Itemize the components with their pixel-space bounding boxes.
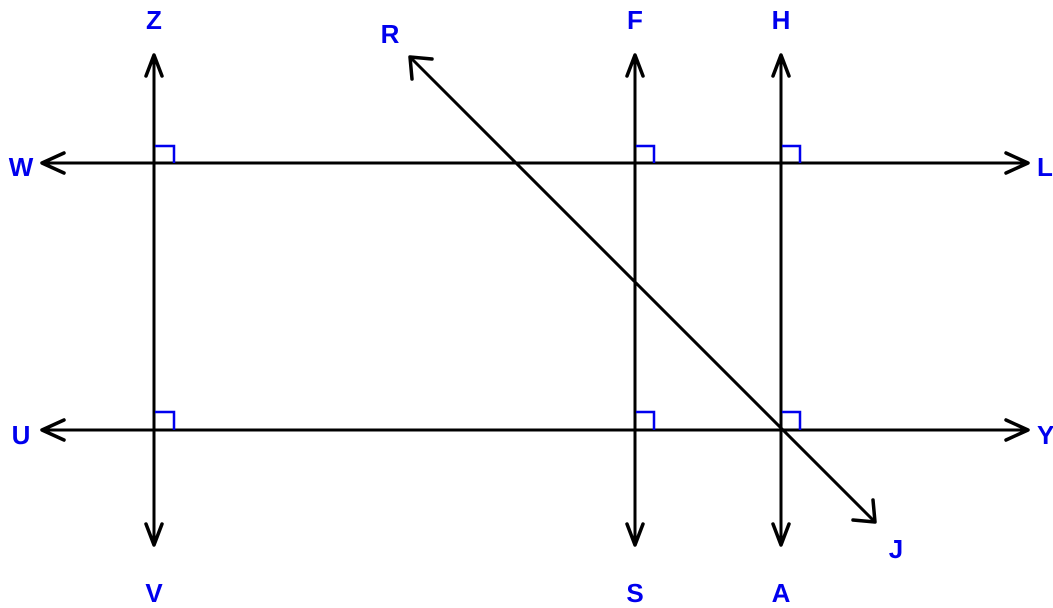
label-Z: Z [146,5,162,35]
label-A: A [772,578,791,608]
arrowhead-R [408,55,434,81]
right-angle-marker-ZV-UY [155,410,176,430]
line-ZV [144,53,164,547]
line-WL [40,151,1030,175]
label-H: H [772,5,791,35]
arrowhead-F [625,53,645,78]
right-angle-marker-HA-UY [782,410,802,430]
arrowhead-S [625,522,645,547]
right-angle-marker-FS-WL [636,144,656,163]
right-angle-marker-FS-UY [636,410,656,430]
line-RJ [408,55,877,524]
arrowhead-Z [144,53,164,78]
line-HA [771,53,791,547]
label-U: U [12,420,31,450]
line-FS [625,53,645,547]
line-UY [40,418,1030,442]
label-S: S [626,578,643,608]
label-R: R [381,19,400,49]
right-angle-marker-HA-WL [782,144,802,163]
label-Y: Y [1037,420,1053,450]
label-L: L [1037,152,1053,182]
label-V: V [145,578,163,608]
label-F: F [627,5,643,35]
arrowhead-U [40,418,66,442]
arrowhead-J [851,498,877,524]
arrowhead-A [771,522,791,547]
arrowhead-Y [1004,418,1030,442]
arrowhead-V [144,522,164,547]
label-J: J [889,534,903,564]
label-W: W [9,152,34,182]
right-angle-marker-ZV-WL [155,144,176,163]
arrowhead-H [771,53,791,78]
arrowhead-W [40,151,66,175]
arrowhead-L [1004,151,1030,175]
